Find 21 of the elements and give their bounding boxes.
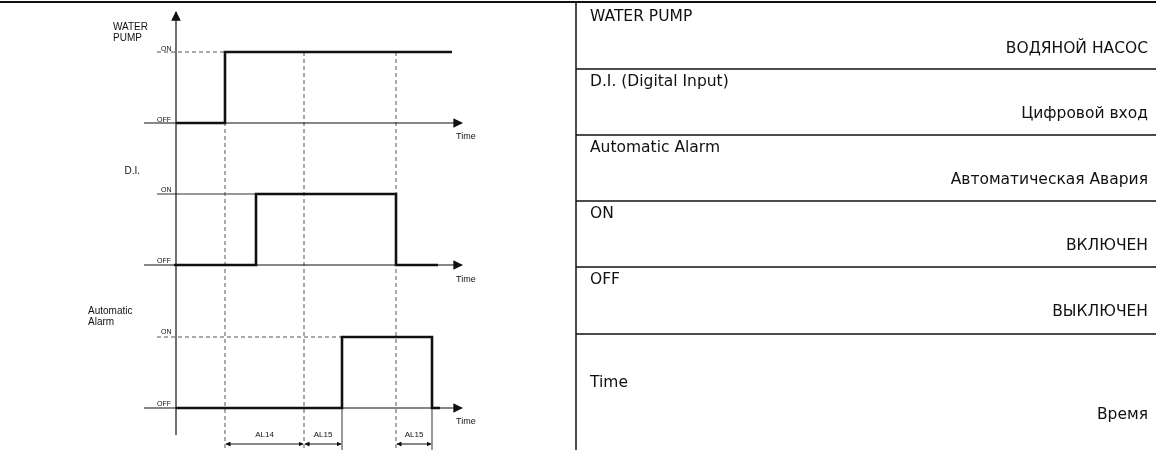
dimension-label: AL15 xyxy=(312,431,334,440)
translation-text: ВОДЯНОЙ НАСОС xyxy=(1004,40,1148,58)
axis-label: Time xyxy=(456,275,476,285)
signal-name: Automatic Alarm xyxy=(88,305,134,327)
term-text: Time xyxy=(590,374,628,392)
signal-name: WATER PUMP xyxy=(113,21,149,43)
term-text: Automatic Alarm xyxy=(590,139,721,157)
translation-text: Время xyxy=(1095,406,1148,424)
axis-label: Time xyxy=(456,132,476,142)
axis-label: Time xyxy=(456,417,476,427)
translation-text: ВКЛЮЧЕН xyxy=(1064,237,1148,255)
translation-text: ВЫКЛЮЧЕН xyxy=(1051,303,1148,321)
term-text: OFF xyxy=(590,271,621,289)
signal-name: D.I. xyxy=(123,165,140,176)
term-text: ON xyxy=(590,205,614,223)
translation-text: Цифровой вход xyxy=(1020,105,1148,123)
term-text: WATER PUMP xyxy=(590,8,693,26)
dimension-label: AL14 xyxy=(254,431,275,440)
term-text: D.I. (Digital Input) xyxy=(590,73,729,91)
dimension-label: AL15 xyxy=(403,431,425,440)
translation-text: Автоматическая Авария xyxy=(949,171,1148,189)
